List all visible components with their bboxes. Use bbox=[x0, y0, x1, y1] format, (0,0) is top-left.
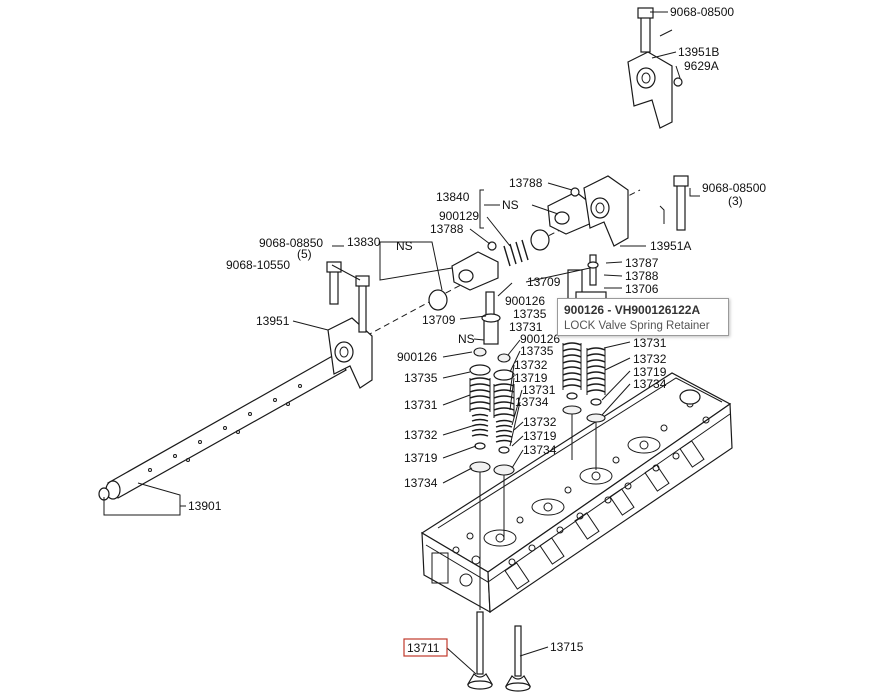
label-13719-left[interactable]: 13719 bbox=[404, 451, 438, 465]
label-9068-08500-mid[interactable]: 9068-08500 bbox=[702, 181, 766, 195]
label-900126-center[interactable]: 900126 bbox=[520, 332, 560, 346]
label-13787[interactable]: 13787 bbox=[625, 256, 659, 270]
label-9068-08500-top[interactable]: 9068-08500 bbox=[670, 5, 734, 19]
label-13735-left[interactable]: 13735 bbox=[404, 371, 438, 385]
label-13951b[interactable]: 13951B bbox=[678, 45, 719, 59]
label-13840[interactable]: 13840 bbox=[436, 190, 470, 204]
label-13788-top[interactable]: 13788 bbox=[509, 176, 543, 190]
label-13735-right[interactable]: 13735 bbox=[513, 307, 547, 321]
label-13735-center[interactable]: 13735 bbox=[520, 344, 554, 358]
label-900126-right[interactable]: 900126 bbox=[505, 294, 545, 308]
label-13732-center-top[interactable]: 13732 bbox=[514, 358, 548, 372]
label-13734-right[interactable]: 13734 bbox=[633, 377, 667, 391]
label-13951[interactable]: 13951 bbox=[256, 314, 290, 328]
label-qty-3: (3) bbox=[728, 194, 743, 208]
label-13734-center[interactable]: 13734 bbox=[523, 443, 557, 457]
label-13715[interactable]: 13715 bbox=[550, 640, 584, 654]
label-13719-center-top[interactable]: 13719 bbox=[514, 371, 548, 385]
label-13731-center[interactable]: 13731 bbox=[522, 383, 556, 397]
label-13709-right[interactable]: 13709 bbox=[527, 275, 561, 289]
rocker-assembly-drawing bbox=[98, 175, 689, 501]
label-13788-mid[interactable]: 13788 bbox=[430, 222, 464, 236]
tooltip-title: 900126 - VH900126122A bbox=[564, 303, 701, 317]
label-13711[interactable]: 13711 bbox=[407, 641, 440, 655]
label-9068-08850[interactable]: 9068-08850 bbox=[259, 236, 323, 250]
label-13732-left[interactable]: 13732 bbox=[404, 428, 438, 442]
label-900126-left[interactable]: 900126 bbox=[397, 350, 437, 364]
highlight-box-13711 bbox=[403, 638, 448, 657]
leader-lines bbox=[103, 11, 700, 675]
label-13732-right[interactable]: 13732 bbox=[633, 352, 667, 366]
label-13830[interactable]: 13830 bbox=[347, 235, 381, 249]
valve-spring-stacks bbox=[469, 296, 606, 610]
label-13706[interactable]: 13706 bbox=[625, 282, 659, 296]
label-ns-bridge: NS bbox=[458, 332, 475, 346]
part-labels: 9068-08500 13951B 9629A 13788 9068-08500… bbox=[188, 5, 766, 657]
label-13719-center[interactable]: 13719 bbox=[523, 429, 557, 443]
label-13731-left[interactable]: 13731 bbox=[404, 398, 438, 412]
label-ns-13840: NS bbox=[502, 198, 519, 212]
support-13951b-drawing bbox=[627, 7, 683, 129]
label-13901[interactable]: 13901 bbox=[188, 499, 222, 513]
label-900129[interactable]: 900129 bbox=[439, 209, 479, 223]
label-13951a[interactable]: 13951A bbox=[650, 239, 691, 253]
label-9068-10550[interactable]: 9068-10550 bbox=[226, 258, 290, 272]
label-9629a[interactable]: 9629A bbox=[684, 59, 719, 73]
cylinder-head-drawing bbox=[420, 372, 733, 614]
label-ns-13830: NS bbox=[396, 239, 413, 253]
part-tooltip: 900126 - VH900126122A LOCK Valve Spring … bbox=[557, 298, 729, 336]
label-13732-center[interactable]: 13732 bbox=[523, 415, 557, 429]
label-13788-right[interactable]: 13788 bbox=[625, 269, 659, 283]
valves-drawing bbox=[466, 611, 532, 692]
label-13734-center-top[interactable]: 13734 bbox=[515, 395, 549, 409]
label-13734-left[interactable]: 13734 bbox=[404, 476, 438, 490]
label-13719-right[interactable]: 13719 bbox=[633, 365, 667, 379]
tooltip-description: LOCK Valve Spring Retainer bbox=[564, 320, 710, 332]
label-qty-5: (5) bbox=[297, 247, 312, 261]
label-13709-left[interactable]: 13709 bbox=[422, 313, 456, 327]
label-13731-far-right[interactable]: 13731 bbox=[633, 336, 667, 350]
label-13731-right[interactable]: 13731 bbox=[509, 320, 543, 334]
